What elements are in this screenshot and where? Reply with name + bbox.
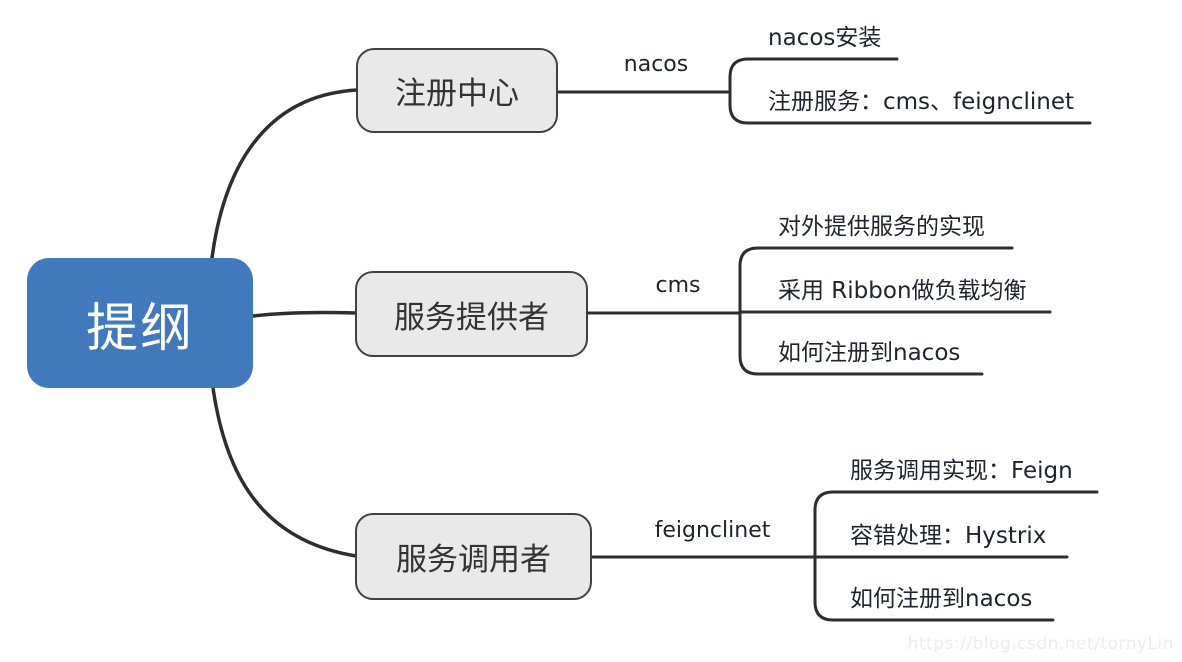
root-node[interactable]: 提纲 — [27, 258, 253, 388]
watermark-url: https://blog.csdn.net/tornyLin — [907, 634, 1174, 654]
branch-node-registry-center[interactable]: 注册中心 — [356, 48, 558, 133]
branch-node-service-caller[interactable]: 服务调用者 — [355, 513, 592, 600]
leaf-caller-register-nacos[interactable]: 如何注册到nacos — [850, 586, 1033, 612]
edge-branch1-leaves — [728, 57, 1092, 125]
leaf-nacos-install[interactable]: nacos安装 — [768, 25, 882, 51]
leaf-external-service-impl[interactable]: 对外提供服务的实现 — [778, 214, 985, 240]
leaf-provider-register-nacos[interactable]: 如何注册到nacos — [778, 340, 961, 366]
edge-root-to-branch1 — [210, 88, 359, 260]
leaf-hystrix-fault-tolerance[interactable]: 容错处理：Hystrix — [850, 523, 1047, 549]
edge-label-feignclinet: feignclinet — [654, 518, 771, 543]
edge-label-nacos: nacos — [623, 52, 689, 77]
leaf-register-services[interactable]: 注册服务：cms、feignclinet — [768, 89, 1075, 115]
edge-label-cms: cms — [655, 273, 701, 298]
branch-node-service-provider[interactable]: 服务提供者 — [355, 271, 588, 357]
leaf-ribbon-load-balance[interactable]: 采用 Ribbon做负载均衡 — [778, 278, 1027, 304]
leaf-feign-call-impl[interactable]: 服务调用实现：Feign — [850, 458, 1073, 484]
edge-root-to-branch2 — [251, 310, 358, 318]
edge-root-to-branch3 — [211, 386, 358, 558]
